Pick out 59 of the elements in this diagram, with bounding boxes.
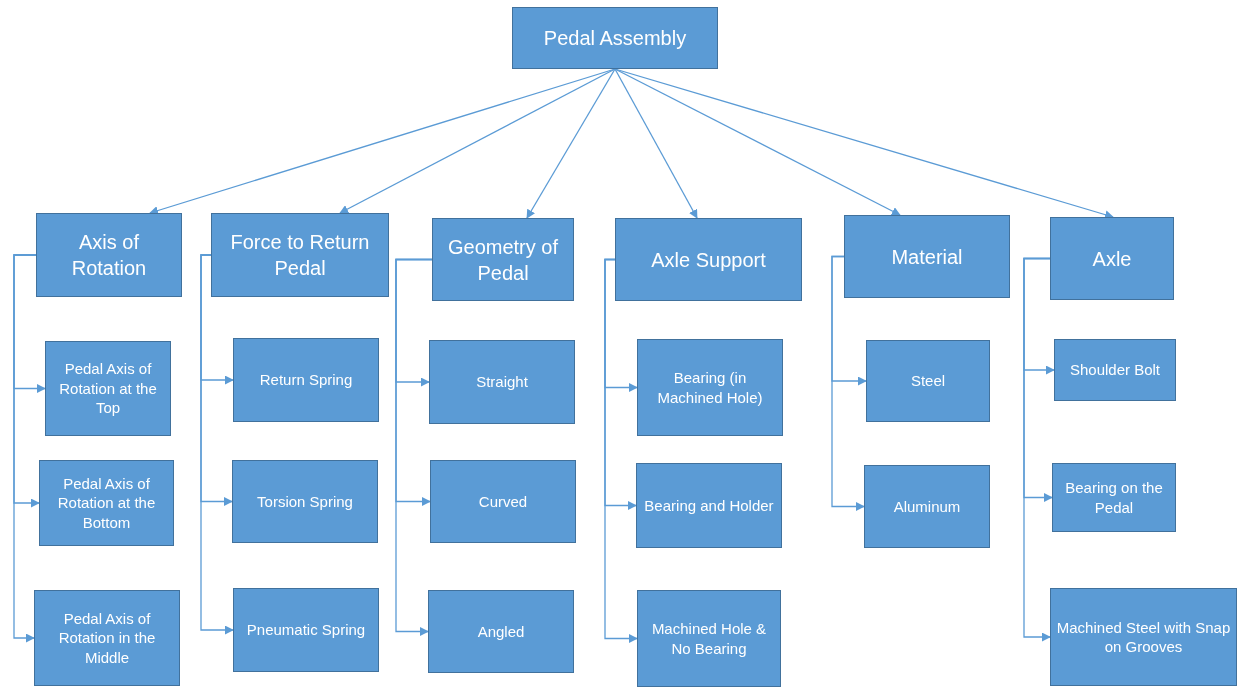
arrow <box>339 68 616 214</box>
box-label: Material <box>891 244 963 270</box>
box-label: Pneumatic Spring <box>246 620 366 640</box>
process-box <box>34 590 180 686</box>
box-label: Bearing on the Pedal <box>1064 478 1164 517</box>
process-box <box>637 339 783 436</box>
box-label: Torsion Spring <box>257 491 353 512</box>
arrow <box>13 254 37 643</box>
process-box <box>233 338 379 422</box>
arrow <box>614 68 1114 219</box>
process-box <box>45 341 171 436</box>
box-label: Axle Support <box>651 247 766 273</box>
process-box <box>428 590 574 673</box>
process-box <box>1050 588 1237 686</box>
arrow <box>614 68 698 219</box>
box-label: Machined Hole & No Bearing <box>650 619 768 658</box>
process-box <box>615 218 802 301</box>
arrow <box>395 258 433 636</box>
box-label: Straight <box>476 372 528 392</box>
box-label: Bearing and Holder <box>644 495 774 516</box>
process-box <box>1052 463 1176 532</box>
process-box <box>211 213 389 297</box>
arrow <box>526 68 616 219</box>
process-box <box>430 460 576 543</box>
process-box <box>864 465 990 548</box>
process-box <box>39 460 174 546</box>
arrow <box>614 68 901 216</box>
arrow <box>1023 257 1051 642</box>
box-label: Pedal Axis of Rotation at the Top <box>58 359 158 418</box>
box-label: Force to Return Pedal <box>229 230 371 281</box>
process-box <box>1054 339 1176 401</box>
arrow <box>831 255 865 511</box>
process-box <box>512 7 718 69</box>
box-label: Pedal Assembly <box>543 26 687 51</box>
arrow <box>604 258 638 643</box>
process-box <box>429 340 575 424</box>
box-label: Axle <box>1092 246 1132 272</box>
box-label: Bearing (in Machined Hole) <box>656 368 764 407</box>
box-label: Angled <box>477 621 525 642</box>
box-label: Geometry of Pedal <box>446 234 559 286</box>
box-label: Aluminum <box>893 496 961 517</box>
process-box <box>637 590 781 687</box>
process-box <box>844 215 1010 298</box>
process-box <box>432 218 574 301</box>
box-label: Axis of Rotation <box>70 230 148 281</box>
box-label: Pedal Axis of Rotation at the Bottom <box>56 473 157 533</box>
box-label: Pedal Axis of Rotation in the Middle <box>57 608 157 668</box>
box-label: Curved <box>478 491 528 512</box>
process-box <box>636 463 782 548</box>
box-label: Machined Steel with Snap on Grooves <box>1055 617 1232 657</box>
process-box <box>232 460 378 543</box>
box-label: Steel <box>910 371 946 391</box>
arrow <box>200 254 234 635</box>
process-box <box>233 588 379 672</box>
process-box <box>36 213 182 297</box>
process-box <box>1050 217 1174 300</box>
box-label: Return Spring <box>259 370 353 390</box>
process-box <box>866 340 990 422</box>
box-label: Shoulder Bolt <box>1069 360 1161 380</box>
